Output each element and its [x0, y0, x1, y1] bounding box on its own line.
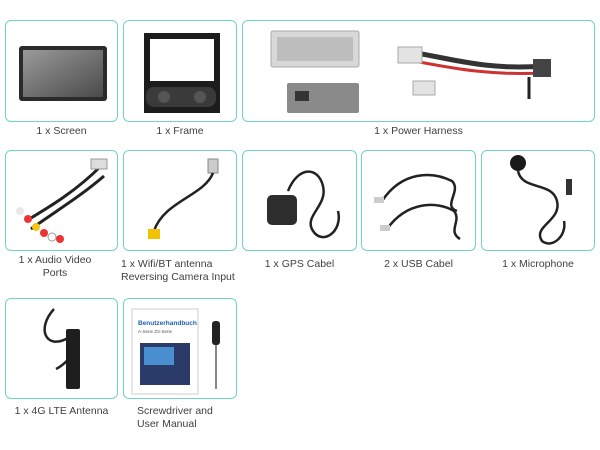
item-card-screen	[5, 20, 118, 122]
item-card-microphone	[481, 150, 595, 251]
frame-image	[144, 33, 220, 113]
item-card-4g-lte-antenna	[5, 298, 118, 399]
item-card-gps-cable	[242, 150, 357, 251]
caption-power-harness: 1 x Power Harness	[374, 125, 463, 137]
item-card-audio-video-ports	[5, 150, 118, 251]
caption-screwdriver-manual: Screwdriver and User Manual	[137, 405, 213, 430]
gps-cable-image	[267, 170, 341, 239]
item-card-power-harness	[242, 20, 595, 122]
wifi-bt-antenna-image	[148, 158, 219, 239]
caption-gps-cable: 1 x GPS Cabel	[264, 258, 335, 270]
screen-image	[19, 46, 107, 101]
caption-usb-cable: 2 x USB Cabel	[384, 258, 453, 270]
item-card-wifi-bt-antenna	[123, 150, 237, 251]
usb-cable-image	[374, 173, 461, 241]
caption-audio-video-ports: 1 x Audio Video Ports	[18, 254, 92, 279]
item-card-frame	[123, 20, 237, 122]
screwdriver-icon	[212, 321, 220, 389]
caption-frame: 1 x Frame	[156, 125, 204, 137]
manual-subtitle: A-Serie ZS-Serie	[138, 329, 173, 334]
audio-video-ports-image	[16, 158, 108, 243]
lte-antenna-image	[43, 308, 80, 389]
microphone-image	[510, 155, 572, 245]
caption-wifi-bt-antenna: 1 x Wifi/BT antenna Reversing Camera Inp…	[121, 258, 235, 283]
caption-screen: 1 x Screen	[36, 125, 87, 137]
item-card-usb-cable	[361, 150, 476, 251]
manual-title: Benutzerhandbuch	[138, 320, 197, 327]
caption-4g-lte-antenna: 1 x 4G LTE Antenna	[14, 405, 109, 417]
item-card-screwdriver-manual: Benutzerhandbuch A-Serie ZS-Serie	[123, 298, 237, 399]
caption-microphone: 1 x Microphone	[502, 258, 574, 270]
power-harness-image	[270, 30, 551, 113]
manual-image: Benutzerhandbuch A-Serie ZS-Serie	[131, 308, 199, 395]
